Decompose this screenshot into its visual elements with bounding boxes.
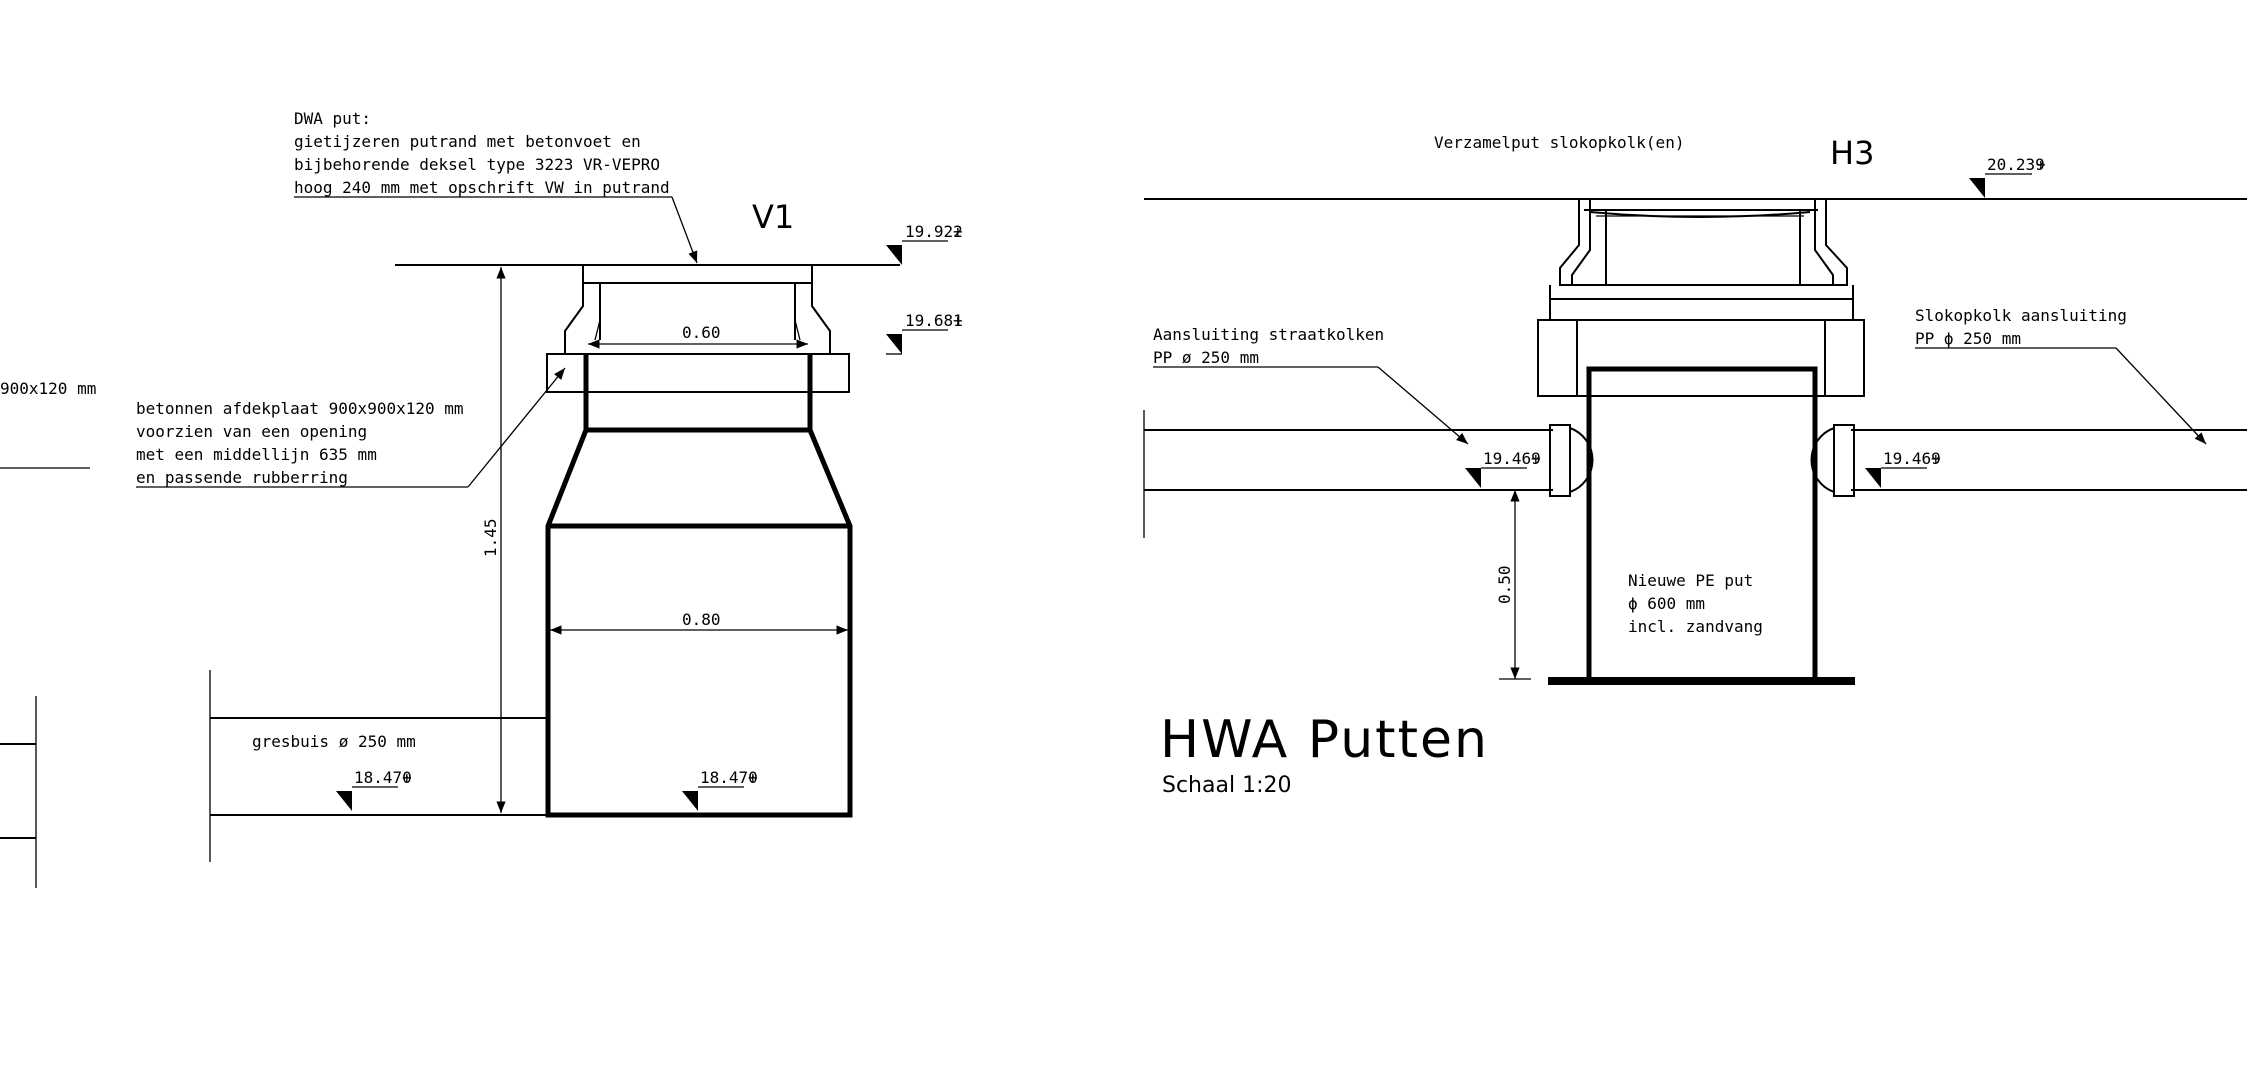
v1-cover (582, 264, 813, 284)
left-fragment: 900x120 mm (0, 379, 96, 888)
v1-title: V1 (752, 198, 794, 236)
svg-text:PP ø 250 mm: PP ø 250 mm (1153, 348, 1259, 367)
v1-level-bottom: 18.470 (700, 768, 758, 787)
svg-text:betonnen afdekplaat 900x900x12: betonnen afdekplaat 900x900x120 mm (136, 399, 464, 418)
svg-text:+: + (402, 768, 412, 787)
v1-level-pipe: 18.470 (354, 768, 412, 787)
svg-text:+: + (953, 222, 963, 241)
svg-text:bijbehorende deksel type 3223: bijbehorende deksel type 3223 VR-VEPRO (294, 155, 660, 174)
h3-section: 0.50 H3 Verzamelput slokopkolk(en) 20.23… (1143, 133, 2247, 685)
drawing-title: HWA Putten (1160, 710, 1489, 770)
svg-text:ϕ 600 mm: ϕ 600 mm (1628, 594, 1705, 613)
h3-level-top: 20.239 (1987, 155, 2045, 174)
svg-text:+: + (1531, 449, 1541, 468)
v1-dim-outer: 0.80 (682, 610, 721, 629)
v1-dim-height: 1.45 (481, 518, 500, 557)
h3-collect-label: Verzamelput slokopkolk(en) (1434, 133, 1684, 152)
h3-right-conn-note: Slokopkolk aansluiting PP ϕ 250 mm (1915, 306, 2207, 445)
h3-title: H3 (1830, 134, 1874, 172)
h3-collar (1559, 199, 1848, 286)
svg-text:+: + (1931, 449, 1941, 468)
svg-text:hoog 240 mm met opschrift VW i: hoog 240 mm met opschrift VW in putrand (294, 178, 670, 197)
svg-text:PP ϕ 250 mm: PP ϕ 250 mm (1915, 329, 2021, 348)
v1-cover-plate (546, 353, 850, 393)
v1-pipe-label: gresbuis ø 250 mm (252, 732, 416, 751)
svg-text:+: + (953, 311, 963, 330)
left-fragment-label: 900x120 mm (0, 379, 96, 398)
svg-text:+: + (2036, 155, 2046, 174)
svg-text:met een middellijn 635 mm: met een middellijn 635 mm (136, 445, 377, 464)
svg-text:en passende rubberring: en passende rubberring (136, 468, 348, 487)
svg-text:+: + (748, 768, 758, 787)
svg-text:gietijzeren putrand met betonv: gietijzeren putrand met betonvoet en (294, 132, 641, 151)
svg-text:DWA put:: DWA put: (294, 109, 371, 128)
svg-text:voorzien van een opening: voorzien van een opening (136, 422, 367, 441)
h3-level-left: 19.469 (1483, 449, 1541, 468)
v1-shaft (545, 429, 853, 818)
h3-pe-shaft (1586, 366, 1818, 680)
h3-cover-plate (1537, 319, 1865, 397)
h3-left-conn-note: Aansluiting straatkolken PP ø 250 mm (1153, 325, 1469, 445)
v1-dwa-note: DWA put: gietijzeren putrand met betonvo… (294, 109, 698, 264)
svg-text:Nieuwe PE put: Nieuwe PE put (1628, 571, 1753, 590)
v1-level-plate: 19.681 (905, 311, 963, 330)
h3-pe-note: Nieuwe PE put ϕ 600 mm incl. zandvang (1628, 571, 1763, 636)
v1-plate-note: betonnen afdekplaat 900x900x120 mm voorz… (136, 367, 566, 488)
h3-level-right: 19.469 (1883, 449, 1941, 468)
v1-level-top: 19.922 (905, 222, 963, 241)
v1-section: 0.60 0.80 1.45 V1 19.922 + 19.681 + DWA … (136, 109, 963, 862)
svg-text:Slokopkolk aansluiting: Slokopkolk aansluiting (1915, 306, 2127, 325)
h3-dim-depth: 0.50 (1495, 565, 1514, 604)
svg-text:Aansluiting straatkolken: Aansluiting straatkolken (1153, 325, 1384, 344)
svg-text:incl. zandvang: incl. zandvang (1628, 617, 1763, 636)
drawing-scale: Schaal 1:20 (1162, 773, 1291, 798)
v1-dim-inner: 0.60 (682, 323, 721, 342)
